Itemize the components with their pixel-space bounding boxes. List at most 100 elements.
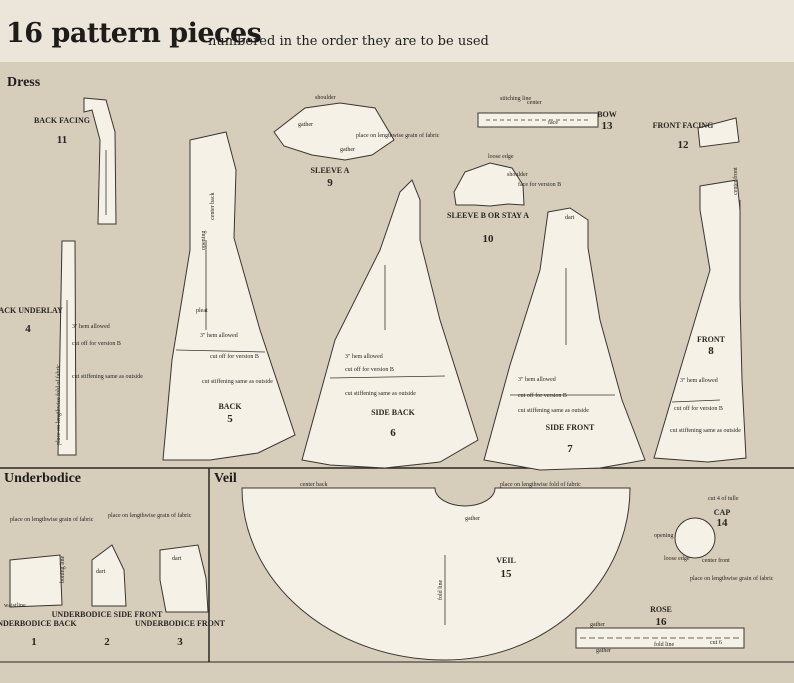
label-front-name: FRONT [697, 335, 726, 344]
label-sleeve-b-name: SLEEVE B OR STAY A [447, 211, 529, 220]
label-back-name: BACK [218, 402, 242, 411]
note-cut-off-version-b-back: cut off for version B [210, 353, 259, 360]
note-veil-gather: gather [465, 516, 480, 522]
note-cut-off-version-b-side-back: cut off for version B [345, 366, 394, 373]
label-underbodice-back-number: 1 [31, 636, 37, 648]
note-rose-fold-line: fold line [654, 641, 674, 648]
note-cut-stiffening-side-front: cut stiffening same as outside [518, 407, 589, 414]
note-back-center-back: center back [210, 193, 216, 220]
note-rose-cut-6: cut 6 [710, 640, 722, 646]
note-cut-stiffening-underlay: cut stiffening same as outside [72, 373, 143, 380]
piece-cap [674, 517, 716, 559]
label-cap-name: CAP [714, 508, 731, 517]
label-cap-number: 14 [717, 517, 729, 529]
hem-line [329, 375, 446, 379]
piece-sleeve-b [453, 162, 525, 207]
label-bow-name: BOW [597, 110, 617, 119]
piece-underbodice-back [9, 554, 63, 608]
label-veil-name: VEIL [496, 556, 516, 565]
section-title-veil: Veil [214, 471, 237, 486]
piece-side-back [301, 179, 479, 469]
note-sleeve-b-shoulder: shoulder [507, 172, 528, 178]
label-sleeve-a-name: SLEEVE A [311, 166, 350, 175]
piece-front-facing [697, 117, 740, 148]
label-side-back-name: SIDE BACK [371, 408, 416, 417]
note-veil-center-back: center back [300, 482, 327, 488]
hem-line [175, 349, 266, 353]
note-sleeve-a-gather-lower: gather [340, 147, 355, 153]
label-back-underlay-name: BACK UNDERLAY [0, 306, 63, 315]
label-rose-name: ROSE [650, 605, 672, 614]
note-sleeve-a-shoulder: shoulder [315, 95, 336, 101]
piece-sleeve-a [273, 102, 395, 161]
piece-underbodice-side-front [91, 544, 127, 607]
note-underbodice-dart: dart [172, 556, 182, 562]
note-veil-fold-line: fold line [437, 580, 444, 600]
note-rose-gather-top: gather [590, 622, 605, 628]
note-cap-grain: place on lengthwise grain of fabric [690, 575, 774, 582]
note-sleeve-b-loose-edge: loose edge [488, 154, 514, 160]
note-bow-center: center [527, 100, 542, 106]
note-cap-center-front: center front [702, 557, 730, 564]
label-underbodice-side-front-name: UNDERBODICE SIDE FRONT [52, 610, 163, 619]
note-hem-allowed-underlay: 3" hem allowed [72, 324, 110, 330]
piece-front [653, 179, 747, 463]
label-front-facing-number: 12 [678, 139, 690, 151]
note-bow-stitching-line: stitching line [500, 96, 532, 102]
note-back-opening: opening [201, 231, 207, 250]
label-front-number: 8 [708, 345, 714, 357]
label-underbodice-front-number: 3 [177, 636, 183, 648]
note-cut-off-version-b-side-front: cut off for version B [518, 392, 567, 399]
note-cut-stiffening-front: cut stiffening same as outside [670, 427, 741, 434]
note-sleeve-a-grain: place on lengthwise grain of fabric [356, 132, 440, 139]
label-veil-number: 15 [501, 568, 513, 580]
label-sleeve-a-number: 9 [327, 177, 333, 189]
note-veil-fold: place on lengthwise fold of fabric [500, 481, 581, 488]
note-back-pleat: pleat [196, 308, 208, 314]
header: 16 pattern pieces numbered in the order … [0, 0, 794, 62]
label-bow-number: 13 [602, 120, 614, 132]
note-underbodice-waistline: waistline [4, 603, 26, 609]
piece-back [162, 131, 296, 461]
note-front-center-front: center front [732, 167, 739, 195]
note-side-front-dart: dart [565, 215, 575, 221]
note-cap-opening: opening [654, 533, 673, 539]
note-cap-loose-edge: loose edge [664, 556, 690, 562]
label-back-underlay-number: 4 [25, 323, 31, 335]
piece-rose [575, 627, 745, 649]
piece-side-front [483, 207, 646, 471]
hem-line [671, 399, 721, 403]
note-cut-off-version-b-underlay: cut off for version B [72, 340, 121, 347]
note-hem-allowed-side-front: 3" hem allowed [518, 377, 556, 383]
piece-underbodice-front [159, 544, 209, 613]
note-cut-off-version-b-front: cut off for version B [674, 405, 723, 412]
piece-veil [241, 487, 631, 661]
note-cut-stiffening-side-back: cut stiffening same as outside [345, 390, 416, 397]
note-hem-allowed-front: 3" hem allowed [680, 378, 718, 384]
note-hem-allowed-back: 3" hem allowed [200, 333, 238, 339]
page-title: 16 pattern pieces [6, 18, 262, 49]
note-underlay-fold: place on lengthwise fold of fabric [55, 364, 62, 445]
note-cut-stiffening-back: cut stiffening same as outside [202, 378, 273, 385]
label-side-back-number: 6 [390, 427, 396, 439]
note-underbodice-grain: place on lengthwise grain of fabric [10, 516, 94, 523]
page-subtitle: numbered in the order they are to be use… [208, 34, 489, 49]
note-hem-allowed-side-back: 3" hem allowed [345, 354, 383, 360]
label-side-front-number: 7 [567, 443, 573, 455]
label-side-front-name: SIDE FRONT [546, 423, 595, 432]
label-back-facing-number: 11 [57, 134, 67, 146]
note-underbodice-side-dart: dart [96, 569, 106, 575]
note-underbodice-grain-2: place on lengthwise grain of fabric [108, 512, 192, 519]
note-sleeve-b-face: face for version B [518, 181, 561, 188]
note-underbodice-boning-line: boning line [60, 555, 66, 583]
label-underbodice-front-name: UNDERBODICE FRONT [135, 619, 226, 628]
label-back-facing-name: BACK FACING [34, 116, 90, 125]
label-underbodice-side-front-number: 2 [104, 636, 110, 648]
piece-back-facing [83, 97, 117, 225]
note-bow-face: face [548, 119, 558, 126]
note-sleeve-a-gather: gather [298, 122, 313, 128]
label-sleeve-b-number: 10 [483, 233, 495, 245]
label-front-facing-name: FRONT FACING [653, 121, 714, 130]
label-underbodice-back-name: UNDERBODICE BACK [0, 619, 77, 628]
